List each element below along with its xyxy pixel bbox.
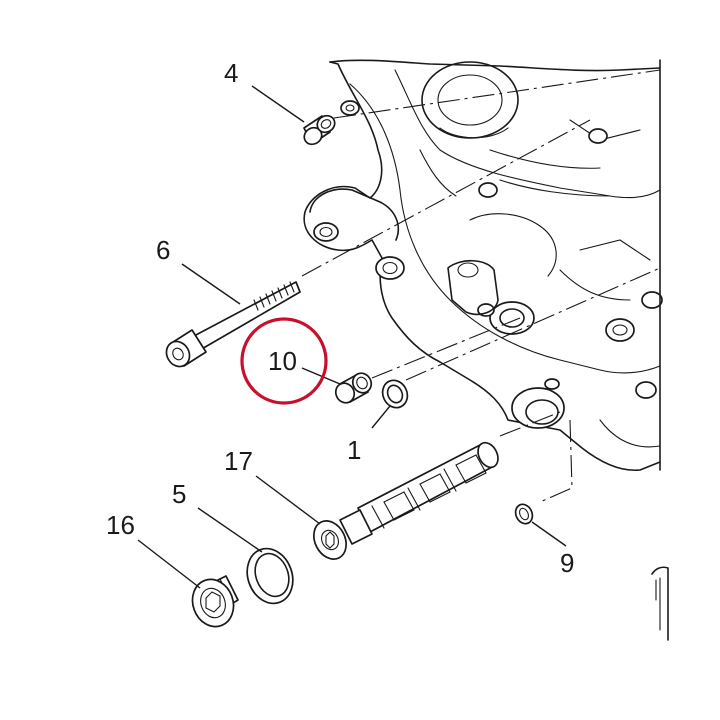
sealing-ring-5 [246,547,294,605]
callout-9: 9 [560,548,574,578]
partial-component [651,566,669,641]
highlight-circle-10 [240,317,328,405]
oil-strainer-17 [312,441,499,560]
callout-5: 5 [172,479,186,509]
o-ring-9 [514,503,534,525]
callout-6: 6 [156,235,170,265]
callout-17: 17 [224,446,253,476]
callout-1: 1 [347,435,361,465]
crankcase-housing [303,59,663,472]
cap-screw-6 [165,281,301,368]
callout-4: 4 [224,58,238,88]
callout-10: 10 [268,346,297,376]
sleeve-10 [334,372,373,404]
assembly-lines [301,69,661,503]
callout-16: 16 [106,510,135,540]
drain-plug-16 [191,575,239,628]
dowel-pin-4 [303,114,336,146]
o-ring-1 [381,379,409,409]
leader-lines [137,85,567,589]
